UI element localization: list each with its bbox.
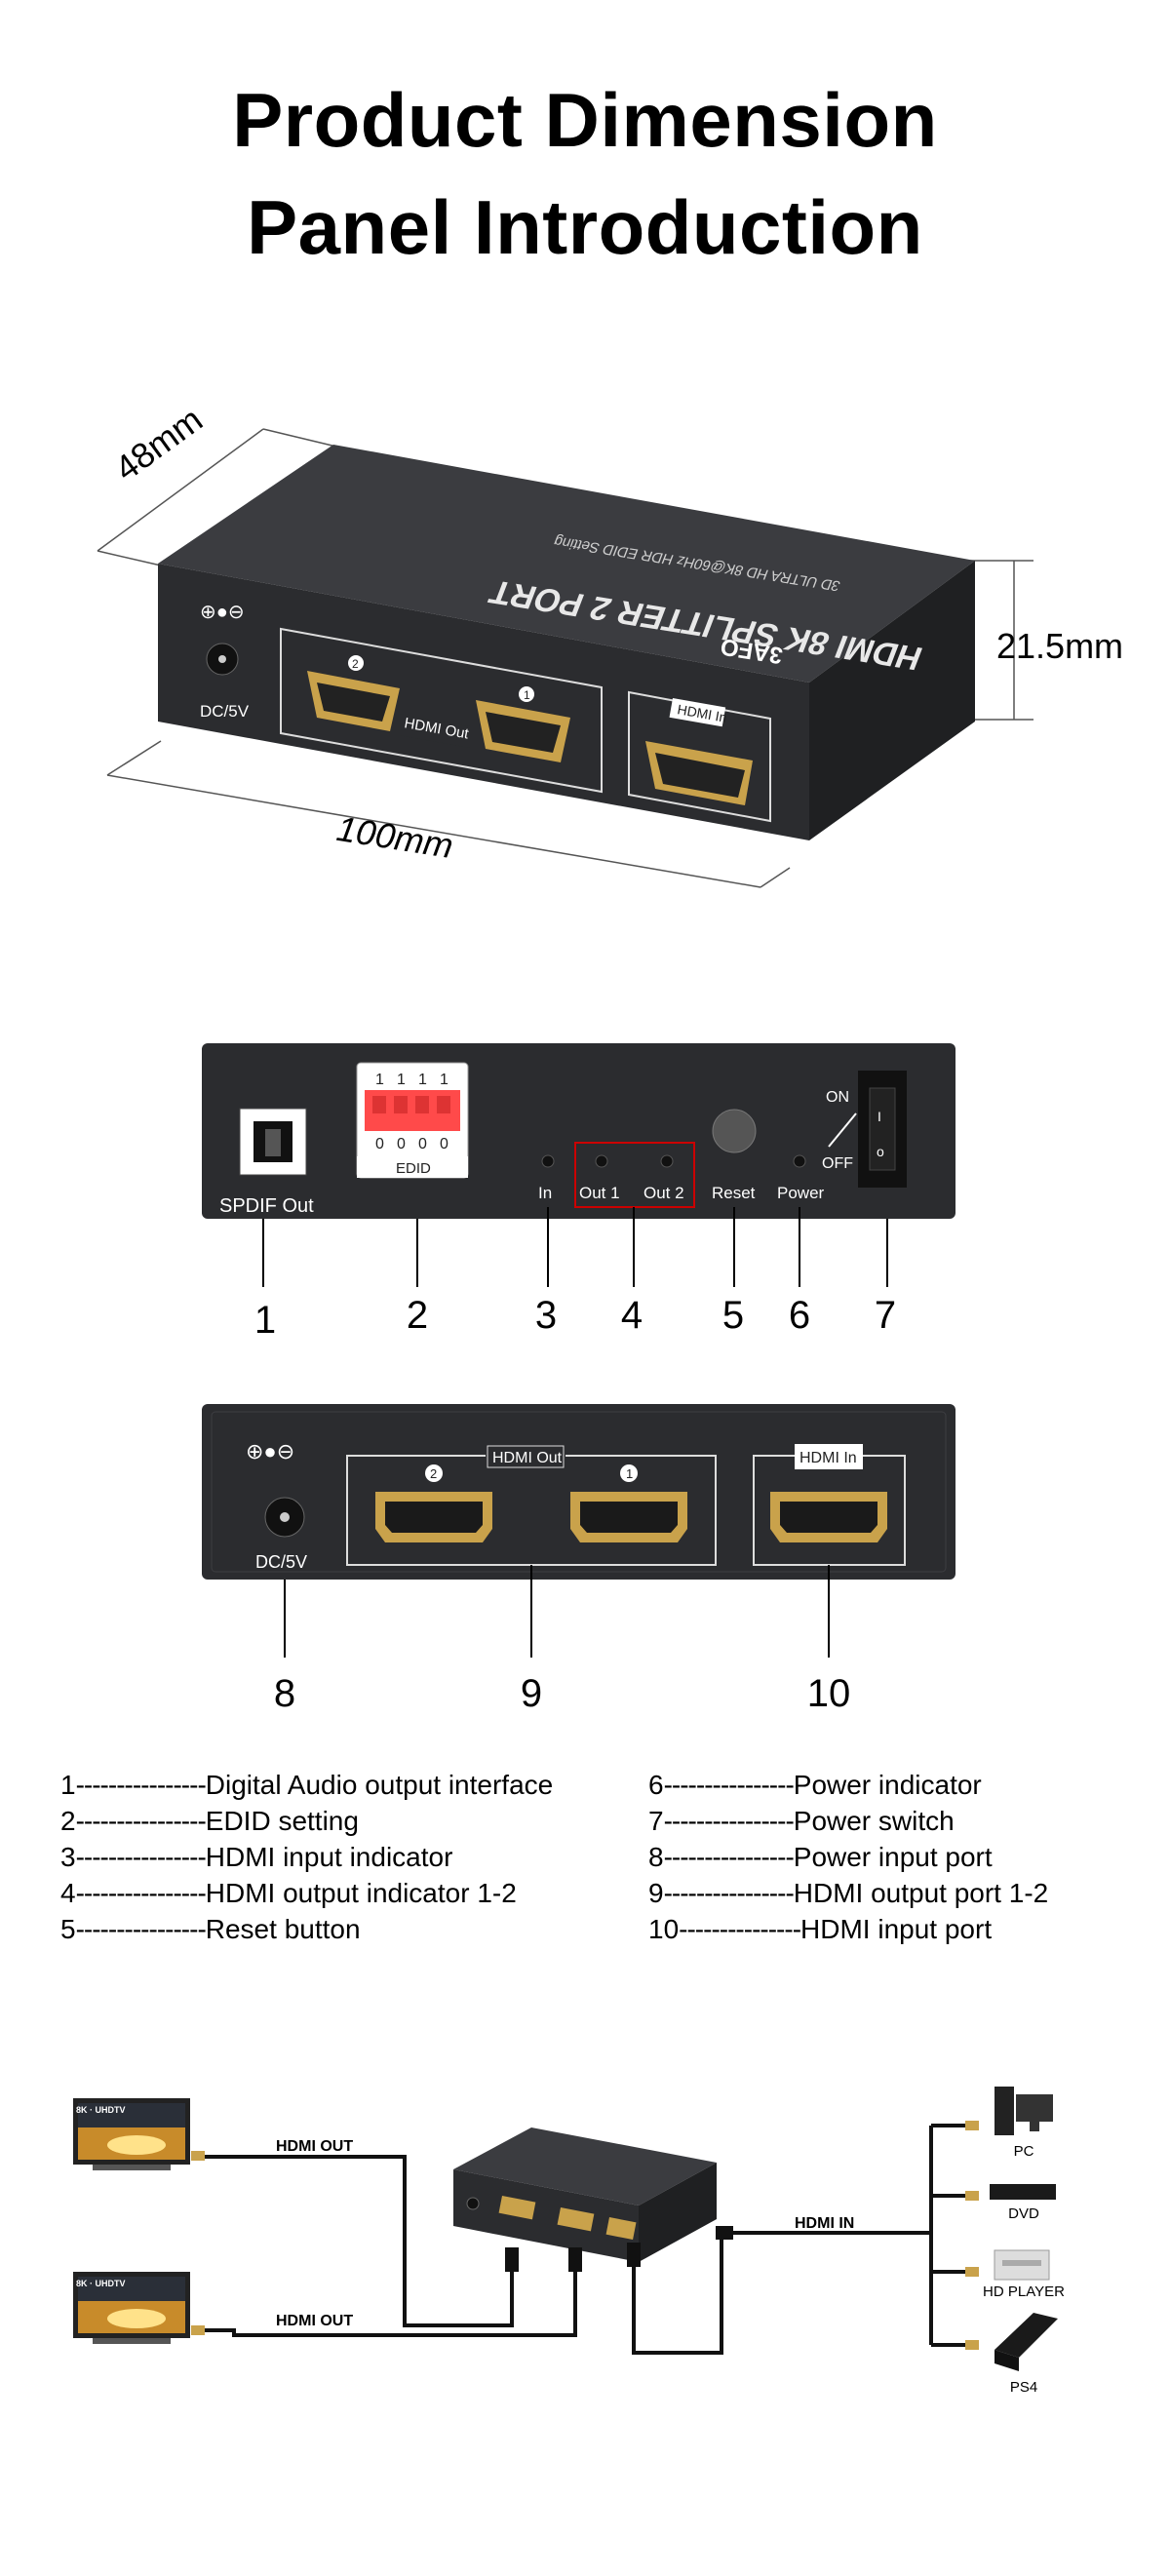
- callout-1: 1: [254, 1299, 277, 1342]
- legend-item: 4 ---------------- HDMI output indicator…: [60, 1878, 517, 1908]
- svg-text:0: 0: [375, 1136, 384, 1152]
- legend-right: 6 ---------------- Power indicator 7 ---…: [648, 1767, 1048, 1947]
- spdif-label: SPDIF Out: [219, 1195, 314, 1217]
- callout-4: 4: [620, 1294, 644, 1337]
- page-subtitle: Panel Introduction: [247, 184, 923, 270]
- legend-item: 10 ---------------HDMI input port: [648, 1914, 993, 1944]
- svg-text:DC/5V: DC/5V: [200, 702, 250, 721]
- dimension-lines: [97, 428, 1034, 888]
- svg-text:1: 1: [524, 688, 530, 702]
- svg-text:1: 1: [375, 1072, 384, 1088]
- legend-item: 1 ---------------- Digital Audio output …: [60, 1770, 554, 1800]
- svg-text:⊕●⊖: ⊕●⊖: [200, 602, 245, 623]
- svg-text:I: I: [878, 1109, 881, 1124]
- svg-text:DC/5V: DC/5V: [255, 1552, 307, 1572]
- out2-led: [660, 1154, 674, 1168]
- legend-item: 3 ---------------- HDMI input indicator: [60, 1842, 453, 1872]
- callout-5: 5: [722, 1294, 745, 1337]
- svg-text:2: 2: [430, 1466, 437, 1481]
- svg-text:Power: Power: [777, 1184, 825, 1202]
- source-hd-player: [965, 2249, 1050, 2281]
- svg-text:8K · UHDTV: 8K · UHDTV: [76, 2105, 126, 2115]
- reset-button: [712, 1109, 757, 1153]
- legend-item: 2 ---------------- EDID setting: [60, 1806, 359, 1836]
- svg-text:OFF: OFF: [822, 1155, 853, 1172]
- out1-led: [595, 1154, 608, 1168]
- source-label-dvd: DVD: [1008, 2205, 1039, 2222]
- hdmi-out-label-2: HDMI OUT: [276, 2313, 354, 2329]
- svg-text:0: 0: [440, 1136, 448, 1152]
- svg-text:In: In: [538, 1184, 552, 1202]
- front-panel-illustration: SPDIF Out 1 1 1 1 0 0 0 0 EDID In Out 1 …: [202, 1043, 956, 1287]
- tv-1: [73, 2098, 205, 2170]
- device-top-face: [158, 445, 975, 683]
- callout-7: 7: [874, 1294, 897, 1337]
- svg-text:HDMI Out: HDMI Out: [492, 1450, 563, 1466]
- in-led: [541, 1154, 555, 1168]
- dimension-height: 21.5mm: [996, 626, 1124, 666]
- svg-text:8K · UHDTV: 8K · UHDTV: [76, 2279, 126, 2288]
- svg-text:1: 1: [418, 1072, 427, 1088]
- svg-text:1: 1: [440, 1072, 448, 1088]
- source-label-hd-player: HD PLAYER: [983, 2283, 1065, 2300]
- source-label-ps4: PS4: [1009, 2379, 1038, 2396]
- svg-text:⊕●⊖: ⊕●⊖: [246, 1439, 294, 1464]
- legend-left: 1 ---------------- Digital Audio output …: [60, 1767, 553, 1947]
- svg-text:HDMI In: HDMI In: [800, 1450, 857, 1466]
- splitter-device: [453, 2127, 717, 2262]
- source-ps4: [965, 2313, 1058, 2371]
- front-dc-port: ⊕●⊖ DC/5V: [200, 602, 250, 721]
- callout-3: 3: [534, 1294, 558, 1337]
- svg-text:2: 2: [352, 657, 359, 671]
- legend-item: 6 ---------------- Power indicator: [648, 1770, 982, 1800]
- callout-8: 8: [273, 1672, 296, 1715]
- svg-text:Out 1: Out 1: [579, 1184, 620, 1202]
- power-led: [793, 1154, 806, 1168]
- legend-item: 5 ---------------- Reset button: [60, 1914, 361, 1944]
- cables: [195, 2124, 965, 2355]
- svg-text:Out 2: Out 2: [644, 1184, 684, 1202]
- connection-diagram: 8K · UHDTV 8K · UHDTV: [73, 2087, 1058, 2371]
- svg-text:0: 0: [397, 1136, 406, 1152]
- hdmi-in-label: HDMI IN: [795, 2215, 855, 2232]
- svg-text:1: 1: [626, 1466, 633, 1481]
- svg-text:1: 1: [397, 1072, 406, 1088]
- legend-item: 7 ---------------- Power switch: [648, 1806, 955, 1836]
- callout-9: 9: [520, 1672, 543, 1715]
- rear-panel-illustration: ⊕●⊖ DC/5V HDMI Out 2 1 HDMI In: [202, 1404, 956, 1658]
- hdmi-out-label-1: HDMI OUT: [276, 2138, 354, 2155]
- svg-text:ON: ON: [826, 1089, 849, 1106]
- source-dvd: [965, 2184, 1056, 2201]
- page-title: Product Dimension: [232, 77, 938, 163]
- legend-item: 9 ---------------- HDMI output port 1-2: [648, 1878, 1049, 1908]
- edid-label: EDID: [396, 1160, 431, 1177]
- product-3d-illustration: HDMI 8K SPLITTER 2 PORT 3D ULTRA HD 8K@6…: [97, 428, 1034, 888]
- front-hdmi-out-frame: [280, 627, 603, 794]
- tv-2: [73, 2272, 205, 2344]
- source-label-pc: PC: [1013, 2143, 1034, 2160]
- svg-text:o: o: [877, 1144, 884, 1159]
- legend-item: 8 ---------------- Power input port: [648, 1842, 993, 1872]
- svg-text:Reset: Reset: [712, 1184, 756, 1202]
- source-pc: [965, 2087, 1053, 2135]
- callout-10: 10: [806, 1672, 851, 1715]
- callout-2: 2: [406, 1294, 429, 1337]
- svg-text:0: 0: [418, 1136, 427, 1152]
- device-side-face: [809, 561, 975, 840]
- callout-6: 6: [788, 1294, 811, 1337]
